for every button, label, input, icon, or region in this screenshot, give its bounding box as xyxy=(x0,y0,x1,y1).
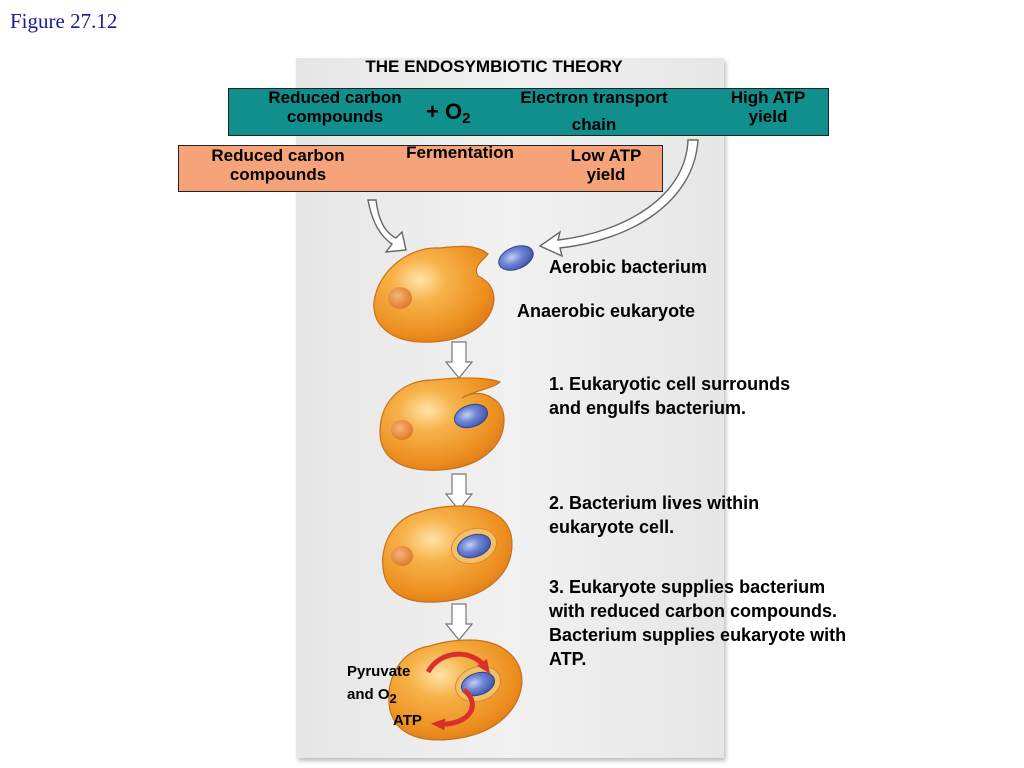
electron-transport-label-line2: chain xyxy=(571,115,617,134)
pyruvate-label: Pyruvate xyxy=(347,663,411,680)
fermentation-label: Fermentation xyxy=(406,143,514,162)
electron-transport-label: Electron transport xyxy=(520,88,668,107)
anaerobic-eukaryote-cell xyxy=(373,245,495,343)
cycle-arrow-bottom xyxy=(431,688,475,731)
step-2-text: 2. Bacterium lives within eukaryote cell… xyxy=(549,493,760,537)
low-atp-label: Low ATP yield xyxy=(570,146,642,184)
engulfing-cell xyxy=(379,377,505,471)
aerobic-bacterium-label: Aerobic bacterium xyxy=(549,257,708,277)
aerobic-bacterium xyxy=(498,245,534,271)
down-arrow-2 xyxy=(444,473,474,511)
down-arrow-1 xyxy=(444,341,474,379)
atp-label: ATP xyxy=(393,712,422,729)
figure-label: Figure 27.12 xyxy=(10,9,118,33)
anaerobic-eukaryote-label: Anaerobic eukaryote xyxy=(517,301,696,321)
aerobic-reactant-label: Reduced carbon compounds xyxy=(268,88,402,126)
plus-o2-label: + O2 xyxy=(426,99,471,128)
fermentation-reactant-label: Reduced carbon compounds xyxy=(211,146,345,184)
down-arrow-3 xyxy=(444,603,474,641)
fermentation-to-eukaryote-arrow xyxy=(367,199,407,253)
cycle-arrow-top xyxy=(425,651,491,674)
and-o2-label: and O2 xyxy=(347,686,397,706)
aerobic-to-bacterium-arrow xyxy=(538,139,699,258)
fermentation-pathway-box xyxy=(178,145,663,192)
bacterium-within-cell xyxy=(382,505,513,603)
diagram-title: THE ENDOSYMBIOTIC THEORY xyxy=(365,57,623,76)
step-3-text: 3. Eukaryote supplies bacterium with red… xyxy=(549,577,847,669)
aerobic-pathway-box xyxy=(228,88,829,136)
high-atp-label: High ATP yield xyxy=(730,88,806,126)
step-1-text: 1. Eukaryotic cell surrounds and engulfs… xyxy=(549,374,791,418)
